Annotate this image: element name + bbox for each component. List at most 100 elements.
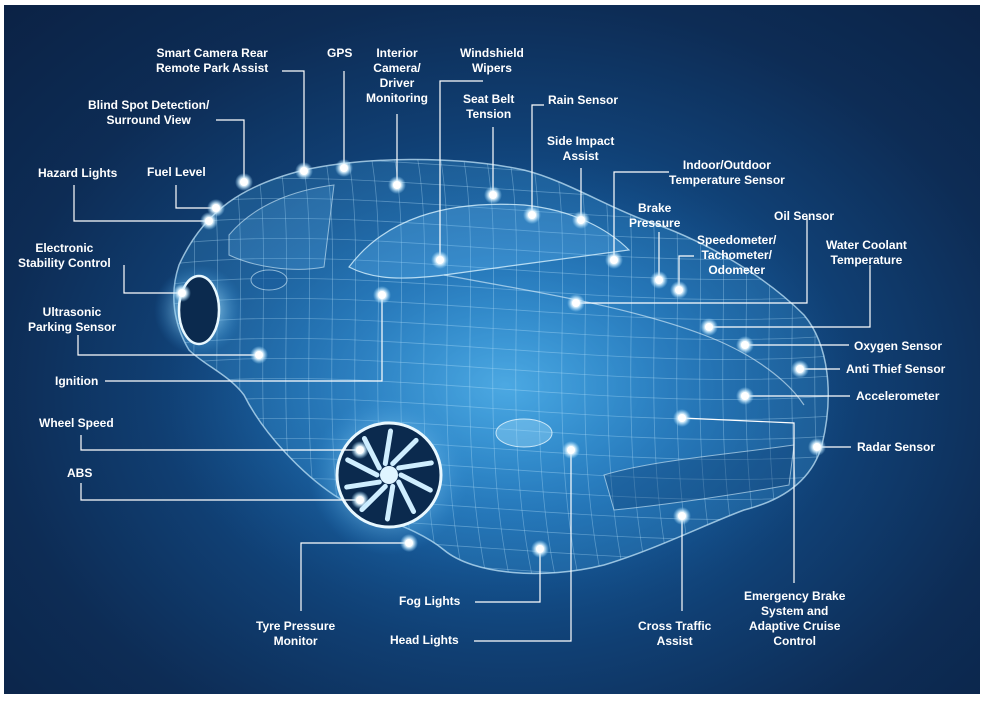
wheel-spoke: [396, 460, 434, 471]
sensor-dot: [340, 164, 348, 172]
sensor-dot: [393, 181, 401, 189]
windshield: [348, 203, 631, 279]
sensor-dot: [205, 217, 213, 225]
sensor-dot: [572, 299, 580, 307]
mesh-line: [577, 159, 604, 574]
leader-line: [709, 265, 871, 328]
wheel-spoke: [390, 437, 419, 467]
label-rain-sensor: Rain Sensor: [548, 93, 619, 107]
label-oil-sensor: Oil Sensor: [774, 209, 835, 223]
side-window: [228, 184, 335, 270]
leader-line: [175, 185, 216, 209]
sensor-dot: [675, 286, 683, 294]
sensor-dot: [536, 545, 544, 553]
leader-line: [216, 119, 245, 182]
front-wheel-spokes: [344, 428, 434, 522]
sensor-dot: [528, 211, 536, 219]
leader-line: [282, 70, 305, 171]
sensor-dot: [436, 256, 444, 264]
wheel-spoke: [398, 472, 433, 493]
leader-line: [681, 417, 795, 583]
leader-line: [77, 335, 259, 356]
label-head-lights: Head Lights: [390, 633, 459, 647]
label-abs: ABS: [67, 466, 93, 480]
label-radar-sensor: Radar Sensor: [857, 440, 936, 454]
grille: [603, 444, 795, 511]
leader-line: [678, 255, 694, 290]
leader-line: [475, 549, 541, 603]
mesh-line: [462, 159, 489, 574]
leader-line: [73, 185, 209, 222]
label-accelerometer: Accelerometer: [856, 389, 940, 403]
sensor-dot: [356, 496, 364, 504]
mesh-line: [173, 397, 829, 420]
label-ignition: Ignition: [55, 374, 99, 388]
wheel-spoke: [384, 483, 396, 522]
wheel-spoke: [361, 435, 382, 471]
sensor-dot: [678, 512, 686, 520]
label-speedometer: Speedometer/Tachometer/Odometer: [697, 233, 777, 277]
sensor-dot: [813, 443, 821, 451]
sensor-dot: [678, 414, 686, 422]
mesh-line: [531, 159, 558, 574]
sensor-dot: [300, 167, 308, 175]
sensor-dot: [178, 289, 186, 297]
label-hazard-lights: Hazard Lights: [38, 166, 118, 180]
sensor-dot: [240, 178, 248, 186]
front-wheel-hub: [380, 466, 398, 484]
wheel-spoke: [396, 479, 417, 515]
mesh-line: [173, 257, 829, 280]
sensor-dot: [796, 365, 804, 373]
sensor-dot: [567, 446, 575, 454]
label-blind-spot: Blind Spot Detection/Surround View: [88, 98, 210, 127]
mirror: [250, 269, 288, 291]
sensor-dot: [489, 191, 497, 199]
sensor-dot: [356, 446, 364, 454]
label-fog-lights: Fog Lights: [399, 594, 461, 608]
leader-line: [300, 542, 409, 611]
leader-line: [439, 80, 483, 260]
leader-line: [613, 171, 669, 260]
wheel-spoke: [345, 457, 380, 478]
sensor-dot: [705, 323, 713, 331]
label-fuel-level: Fuel Level: [147, 165, 206, 179]
sensor-dot: [212, 204, 220, 212]
sensor-dot: [378, 291, 386, 299]
leader-line: [80, 435, 360, 451]
leader-line: [474, 450, 572, 642]
mesh-line: [173, 297, 829, 320]
wheel-spoke: [344, 479, 382, 490]
mesh-line: [173, 337, 829, 360]
wheel-spoke: [382, 428, 394, 467]
leader-line: [531, 104, 544, 215]
hood-line: [443, 274, 805, 406]
leader-line: [105, 295, 383, 382]
leader-line: [80, 483, 360, 501]
mesh-line: [554, 159, 581, 574]
leader-line: [576, 217, 808, 304]
headlight-left: [495, 418, 553, 448]
label-oxygen-sensor: Oxygen Sensor: [854, 339, 943, 353]
sensor-dot: [255, 351, 263, 359]
label-gps: GPS: [327, 46, 353, 60]
mesh-line: [508, 159, 535, 574]
sensor-dots: [173, 159, 826, 558]
sensor-dot: [741, 392, 749, 400]
sensor-dot: [610, 256, 618, 264]
car-wireframe-illustration: [73, 70, 871, 642]
label-wheel-speed: Wheel Speed: [39, 416, 114, 430]
leader-line: [123, 265, 182, 294]
